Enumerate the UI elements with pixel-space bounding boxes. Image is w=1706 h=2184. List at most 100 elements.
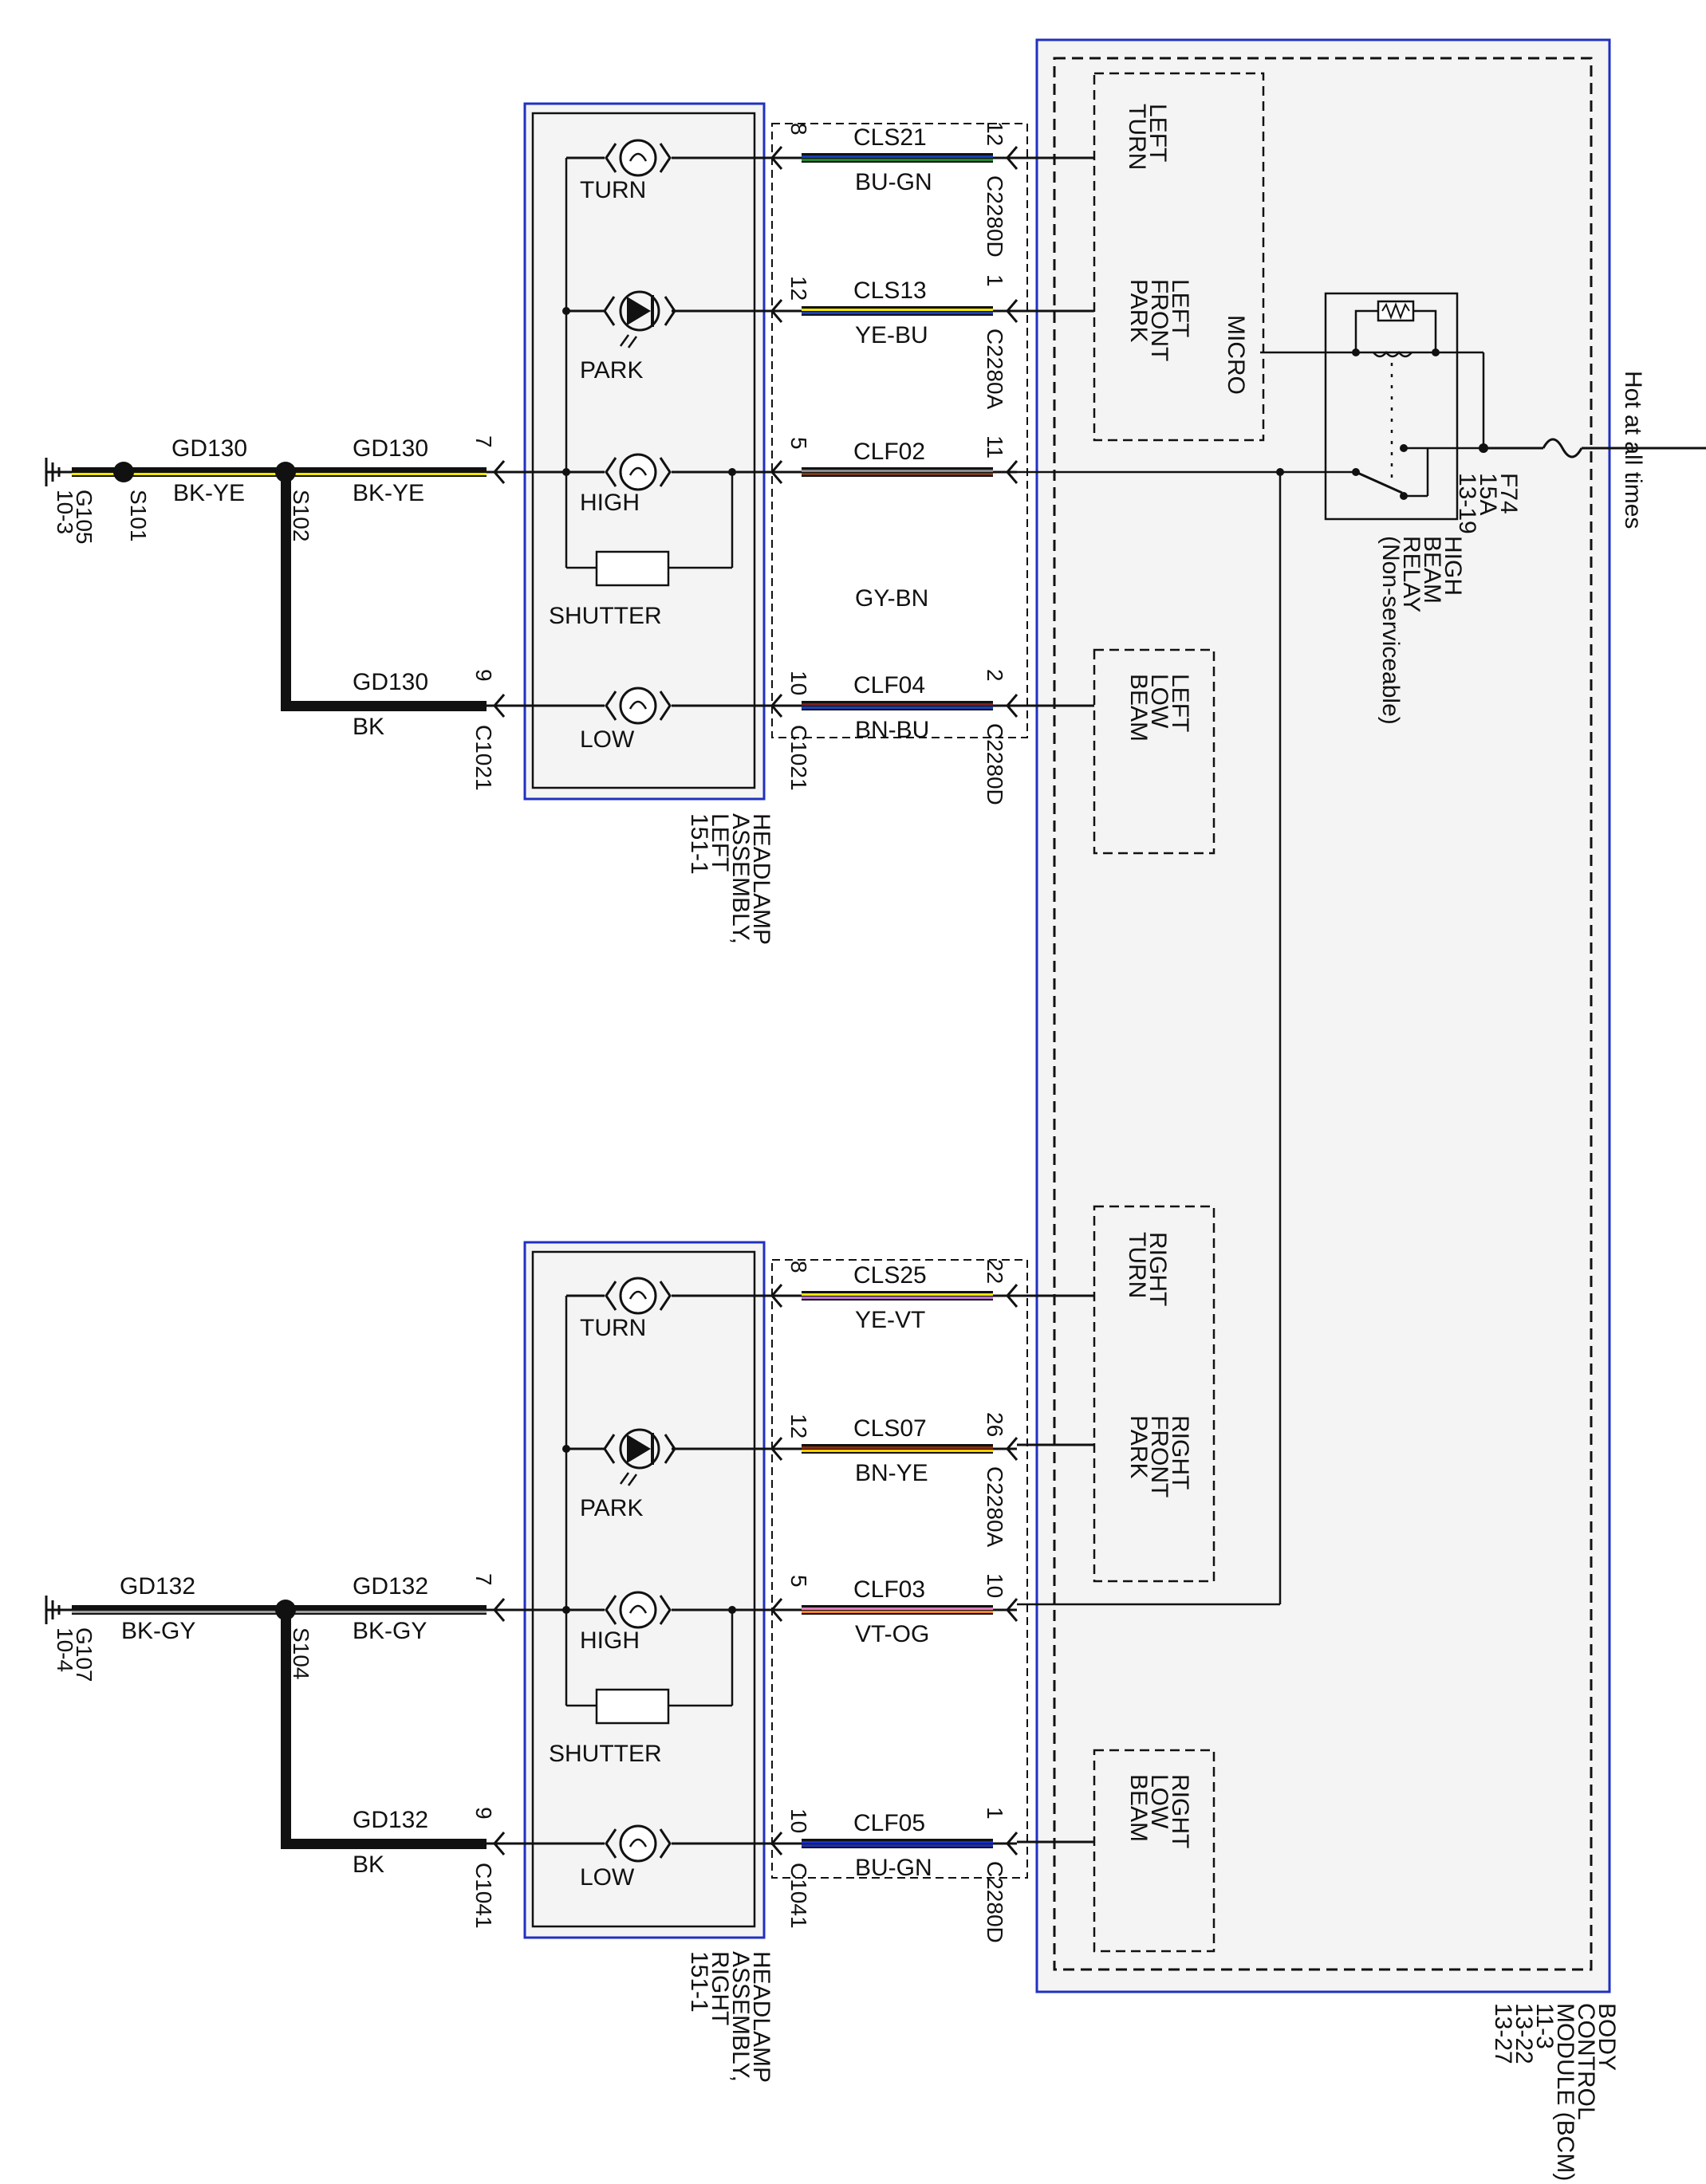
- right-assembly-label: HEADLAMPASSEMBLY,RIGHT151-1: [686, 1951, 774, 2083]
- left-wire-cls13-band-a: [802, 309, 993, 311]
- right-park-label: PARK: [580, 1495, 643, 1521]
- left-splice-s1: [113, 462, 134, 482]
- left-turn-label: LEFTTURN: [1124, 104, 1171, 170]
- bcm-connector-frame-right: [771, 1259, 1028, 1879]
- left-high-label: HIGH: [580, 490, 640, 516]
- left-park-label: PARK: [580, 357, 643, 384]
- left-circuit-code-1: CLS13: [853, 277, 927, 304]
- right-gnd-wire-a-band-a: [281, 1608, 487, 1610]
- left-shutter-node: [728, 468, 736, 476]
- right-wire-clf03-band-a: [802, 1608, 993, 1610]
- left-gnd-conn: C1021: [471, 725, 496, 791]
- right-wire-clf05-band-a: [802, 1841, 993, 1844]
- right-front-park-label: RIGHTFRONTPARK: [1125, 1415, 1193, 1497]
- right-high-label: HIGH: [580, 1627, 640, 1654]
- left-gnd-pin-high: 7: [471, 435, 496, 448]
- bcm-title: BODY CONTROL MODULE (BCM) 11-3 13-22 13-…: [1490, 2003, 1620, 2184]
- left-gnd-pin-low: 9: [471, 669, 496, 682]
- left-assembly-line-2: LEFT: [707, 813, 733, 872]
- left-headlamp-outer: [523, 102, 766, 801]
- left-circuit-code-3: CLF04: [853, 672, 925, 698]
- left-shutter-icon: [595, 550, 670, 587]
- right-gnd-pin-high: 7: [471, 1573, 496, 1586]
- left-turn-func-box: [1093, 72, 1265, 442]
- left-gnd-circ2: GD130: [353, 435, 428, 462]
- right-circuit-color-0: YE-VT: [855, 1307, 925, 1333]
- hot-at-all-times-label: Hot at all times: [1620, 371, 1646, 529]
- right-bus-node-park: [562, 1445, 570, 1453]
- left-headlamp-inner: [531, 112, 756, 789]
- right-hl-conn: C1041: [786, 1863, 811, 1929]
- left-low-func-box: [1093, 648, 1215, 855]
- left-shutter-label: SHUTTER: [549, 603, 662, 629]
- left-wire-clf04-band-a: [802, 703, 993, 706]
- right-bcm-pin-3: 1: [983, 1807, 1007, 1820]
- fuse-label: F74 15A 13-19: [1454, 473, 1522, 534]
- left-bcm-conn-3: C2280D: [983, 723, 1007, 805]
- left-gnd-col3: BK: [353, 714, 384, 740]
- high-beam-relay-label: HIGH BEAM RELAY (Non-serviceable): [1377, 536, 1466, 725]
- left-hl-pin-0: 8: [786, 123, 811, 136]
- right-assembly-line-3: 151-1: [686, 1951, 712, 2013]
- right-bcm-conn-1: C2280A: [983, 1466, 1007, 1548]
- right-gnd-col1: BK-GY: [121, 1618, 195, 1644]
- left-gnd-circ1: GD130: [171, 435, 247, 462]
- right-wire-cls25-band-a: [802, 1293, 993, 1296]
- left-hl-pin-2: 5: [786, 437, 811, 450]
- right-circuit-color-3: BU-GN: [855, 1855, 932, 1881]
- left-assembly-line-1: ASSEMBLY,: [727, 813, 754, 944]
- bcm-outer-box: [1035, 38, 1611, 1993]
- right-gnd-col2: BK-GY: [353, 1618, 427, 1644]
- right-hl-pin-0: 8: [786, 1261, 811, 1273]
- right-headlamp-inner: [531, 1250, 756, 1928]
- right-gnd-wire-down: [281, 1610, 291, 1848]
- right-gnd-wire-low: [281, 1839, 487, 1849]
- left-bus-node-park: [562, 307, 570, 315]
- left-wire-clf02-band-a: [802, 470, 993, 472]
- right-gnd-wire-a-band-b: [281, 1611, 487, 1613]
- right-hl-pin-3: 10: [786, 1808, 811, 1833]
- left-gnd-wire-b-band-a: [72, 470, 281, 472]
- right-gnd-wire-b-band-a: [72, 1608, 281, 1610]
- right-assembly-line-2: RIGHT: [707, 1951, 733, 2025]
- left-turn-label: TURN: [580, 177, 646, 203]
- right-wire-clf03-band-b: [802, 1611, 993, 1613]
- right-gnd-circ1: GD132: [120, 1573, 195, 1600]
- bcm-inner-box: [1053, 57, 1593, 1971]
- right-hl-pin-1: 12: [786, 1414, 811, 1438]
- left-wire-clf02-band-b: [802, 473, 993, 475]
- left-hl-pin-3: 10: [786, 671, 811, 695]
- right-gnd-circ2: GD132: [353, 1573, 428, 1600]
- left-gnd-col1: BK-YE: [173, 480, 245, 506]
- left-ground-label: G10510-3: [53, 490, 97, 545]
- right-low-beam-label: RIGHTLOWBEAM: [1125, 1774, 1193, 1848]
- right-gnd-pin-low: 9: [471, 1807, 496, 1820]
- right-wire-clf05-band-b: [802, 1844, 993, 1847]
- left-gnd-wire-a-band-a: [281, 470, 487, 472]
- right-circuit-code-3: CLF05: [853, 1810, 925, 1836]
- right-shutter-node: [728, 1606, 736, 1614]
- high-beam-relay-box: [1324, 292, 1459, 521]
- right-bcm-pin-2: 10: [983, 1573, 1007, 1598]
- left-low-beam-label: LEFTLOWBEAM: [1125, 674, 1193, 742]
- left-bcm-pin-2: 11: [983, 435, 1007, 458]
- left-ground-id: G105: [72, 490, 97, 545]
- right-bcm-pin-0: 22: [983, 1259, 1007, 1284]
- left-wire-cls21-band-a: [802, 155, 993, 158]
- right-ground-label: G10710-4: [53, 1627, 97, 1682]
- right-circuit-code-0: CLS25: [853, 1262, 927, 1289]
- right-headlamp-outer: [523, 1241, 766, 1939]
- right-ground-page: 10-4: [53, 1627, 77, 1672]
- left-wire-cls21-band-b: [802, 159, 993, 161]
- right-shutter-icon: [595, 1688, 670, 1725]
- left-low-label: LOW: [580, 726, 635, 753]
- right-assembly-line-1: ASSEMBLY,: [727, 1951, 754, 2082]
- left-gnd-circ3: GD130: [353, 669, 428, 695]
- left-splice-s2: [275, 462, 296, 482]
- bcm-connector-frame-left: [771, 123, 1028, 738]
- left-circuit-color-1: YE-BU: [855, 322, 928, 348]
- left-circuit-color-0: BU-GN: [855, 169, 932, 195]
